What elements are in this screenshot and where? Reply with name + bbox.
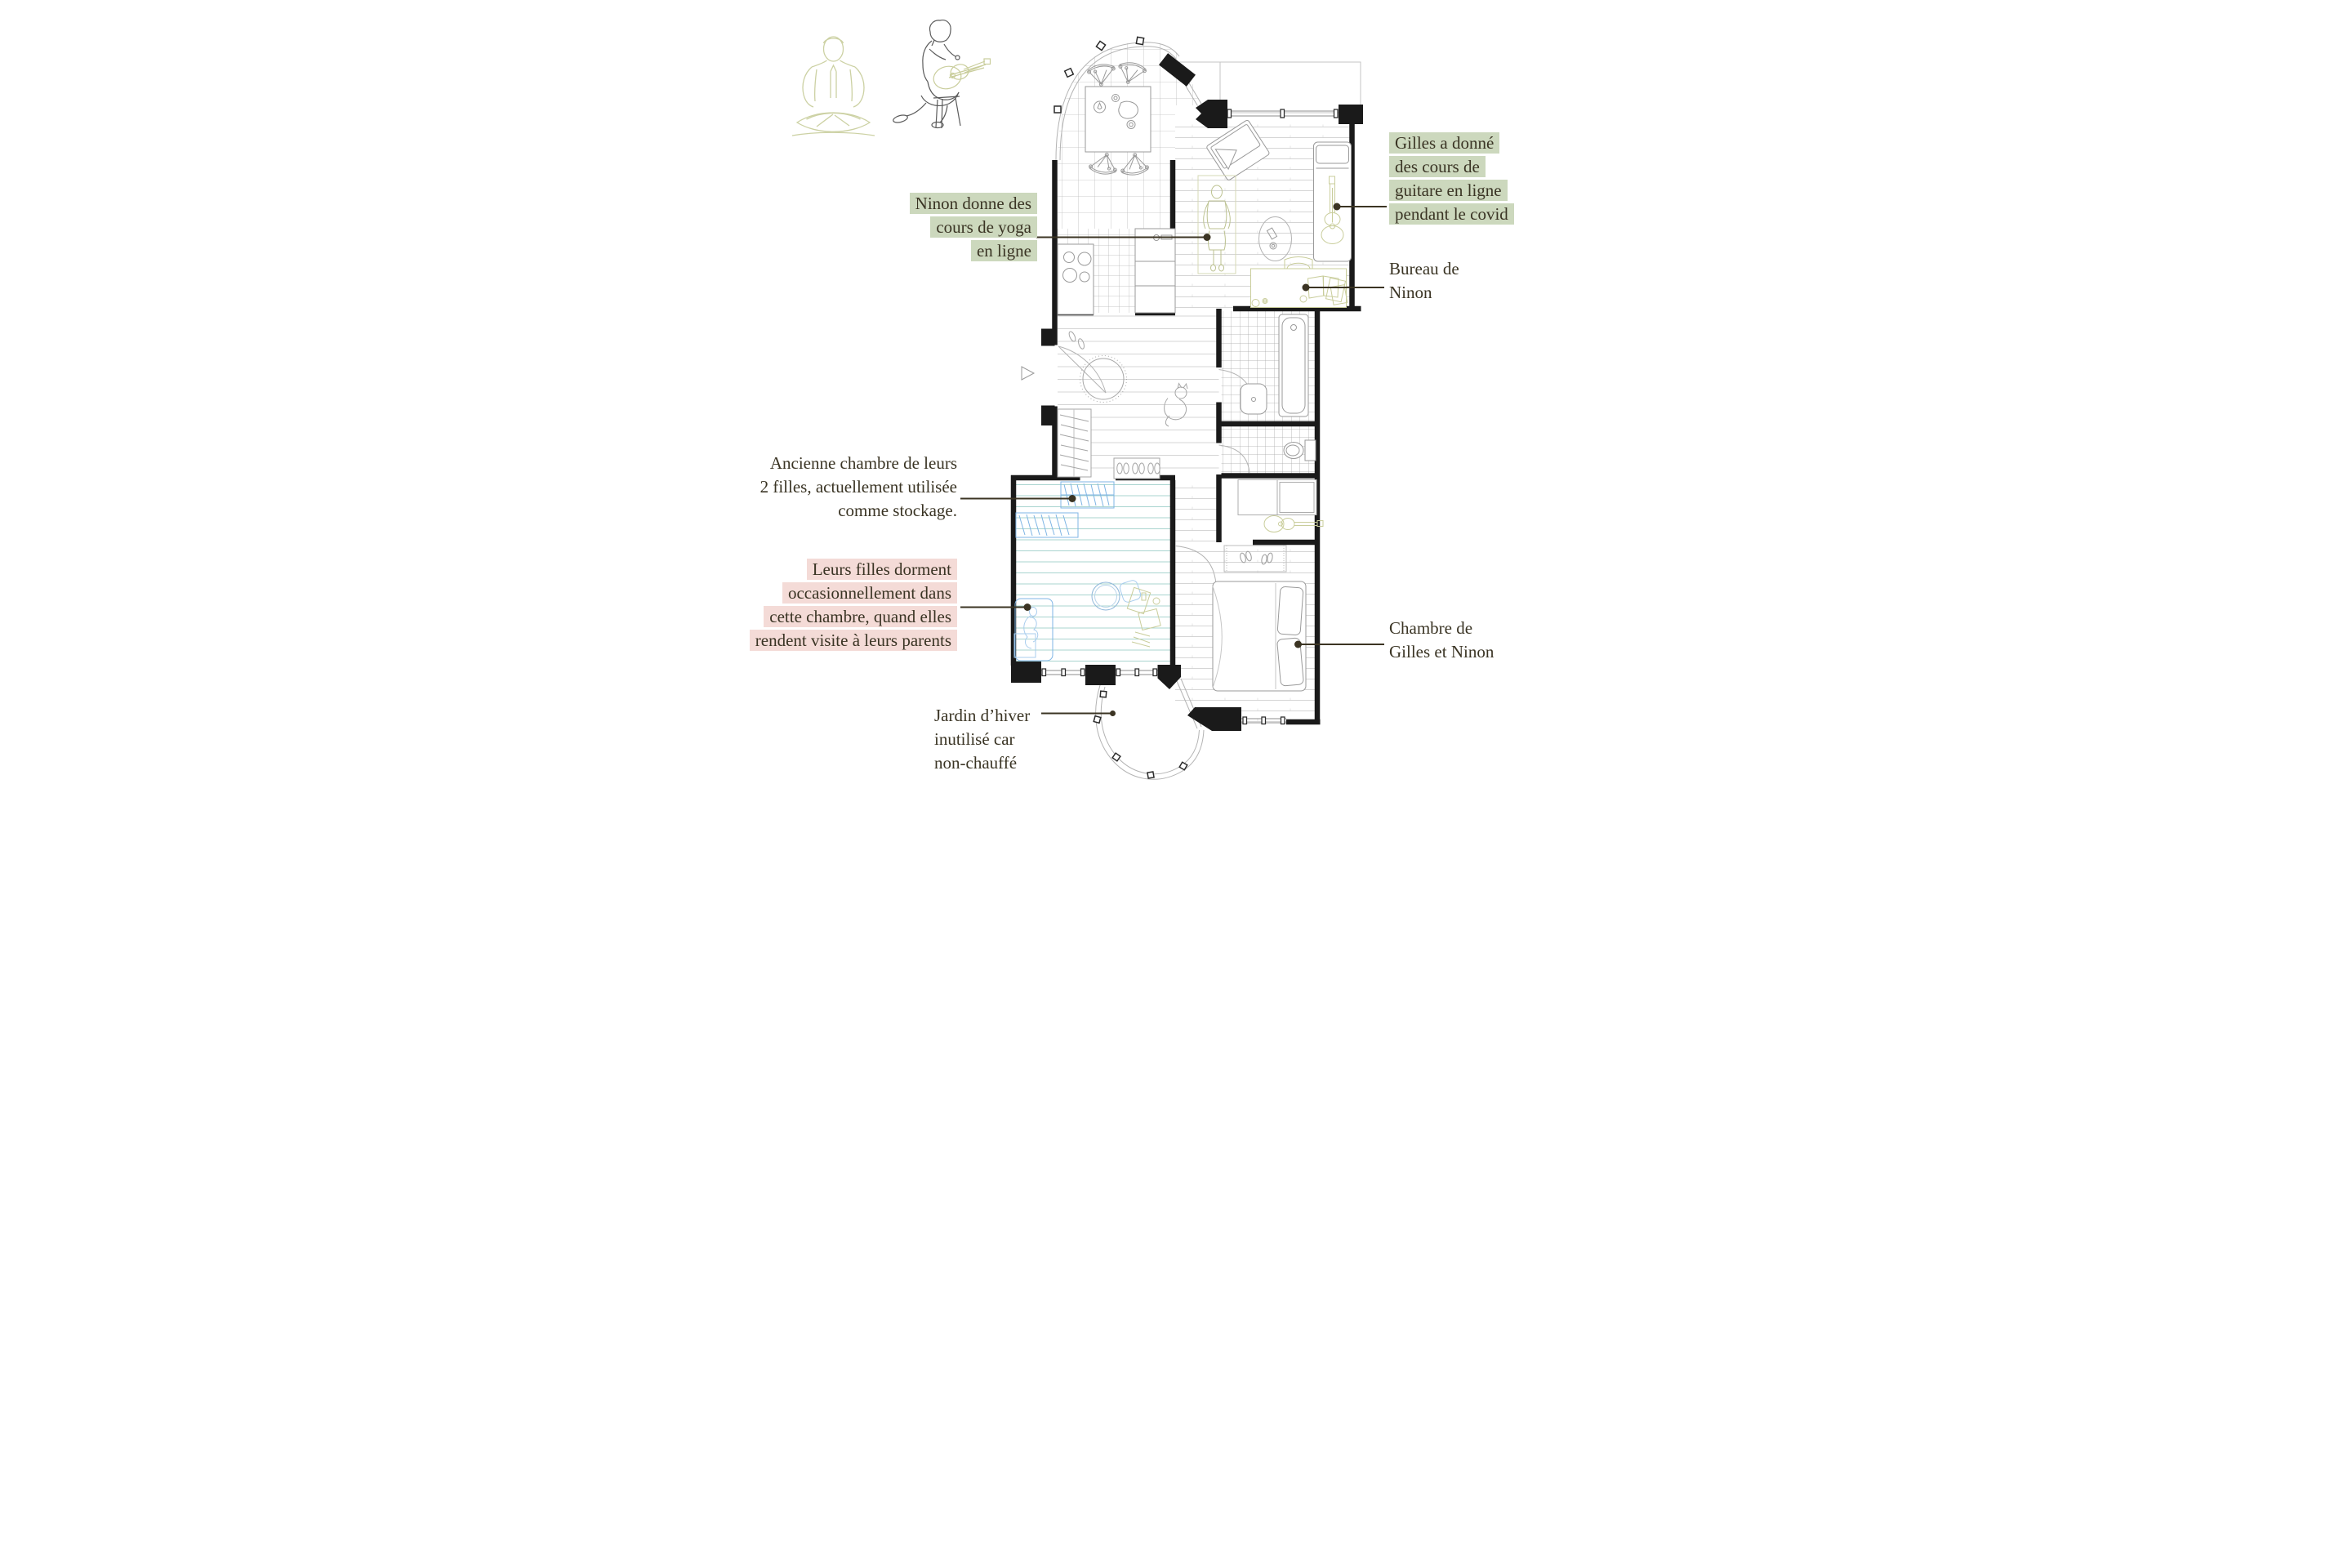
slipper (1245, 550, 1252, 562)
corridor-floor (1175, 478, 1219, 707)
annotation-jardin-hiver: Jardin d’hiver inutilisé car non-chauffé (934, 705, 1030, 773)
round-rug (1082, 358, 1125, 400)
guitar-player-figure (893, 20, 991, 129)
pillow (1316, 145, 1349, 164)
entry-door-arc (1058, 345, 1107, 394)
guitar-bedroom (1263, 515, 1324, 532)
shoe (1068, 331, 1076, 342)
annotated-floor-plan: Ninon donne des cours de yoga en ligne G… (588, 0, 1764, 784)
double-bed (1212, 581, 1307, 692)
wall-pier (1041, 405, 1055, 425)
annotation-line: 2 filles, actuellement utilisée (760, 477, 957, 497)
yoga-woman-figure (1203, 185, 1231, 272)
annotation-line: Gilles a donné (1389, 132, 1500, 154)
wall-pier (1041, 328, 1055, 346)
wall-angled (1157, 665, 1181, 689)
annotation-line: Gilles et Ninon (1389, 642, 1494, 662)
stove-burner (1062, 268, 1077, 283)
music-room (1197, 119, 1352, 308)
slipper (1267, 552, 1273, 564)
annotation-ninon-yoga: Ninon donne des cours de yoga en ligne (909, 193, 1037, 261)
annotation-ancienne-chambre: Ancienne chambre de leurs 2 filles, actu… (760, 452, 957, 521)
annotation-line: cours de yoga (930, 216, 1037, 238)
bedside-rug (1223, 545, 1287, 572)
ninon-desk (1250, 256, 1348, 308)
toilet-tank (1304, 439, 1316, 461)
parents-bedroom (1212, 515, 1324, 692)
annotation-line: Jardin d’hiver (934, 706, 1031, 725)
annotation-leurs-filles: Leurs filles dorment occasionnellement d… (749, 559, 957, 651)
blue-chair (1119, 580, 1142, 603)
annotation-line: occasionnellement dans (782, 582, 957, 604)
sofa (1206, 119, 1270, 180)
shoe-rack-shoes (1116, 462, 1160, 474)
yoga-mat (1197, 175, 1236, 274)
stove-burner (1079, 271, 1090, 283)
pillow (1276, 586, 1304, 636)
annotation-line: pendant le covid (1389, 203, 1514, 225)
yoga-figure (791, 36, 875, 136)
stove-burner (1077, 252, 1092, 266)
kitchen (1057, 228, 1176, 315)
annotation-line: Ancienne chambre de leurs (769, 453, 957, 473)
wall-corner (1011, 662, 1041, 683)
storage-clutter (1126, 586, 1161, 648)
hangers (1059, 414, 1089, 471)
annotation-line: Ninon donne des (909, 193, 1037, 214)
dining-area (1085, 60, 1152, 177)
cat-figure (1164, 382, 1188, 427)
wall-conservatory-corner (1187, 707, 1241, 731)
wall-angled-bay (1159, 53, 1196, 87)
wall-corner (1339, 105, 1363, 124)
annotation-chambre-parents: Chambre de Gilles et Ninon (1389, 617, 1494, 662)
stove-burner (1063, 252, 1075, 263)
slipper (1261, 554, 1267, 565)
annotation-line: rendent visite à leurs parents (749, 630, 957, 651)
oval-rug (1258, 216, 1292, 261)
sleeping-girl-figure (1023, 607, 1039, 649)
wc-door-arc (1218, 444, 1250, 474)
annotation-line: comme stockage. (838, 501, 957, 520)
floors (1014, 41, 1352, 722)
entry-door-leaf (1058, 345, 1107, 394)
blue-daybed (1014, 598, 1054, 662)
wall-pier (1085, 665, 1116, 685)
blue-shelf (1015, 512, 1079, 538)
annotation-line: non-chauffé (934, 753, 1018, 773)
bay-mullions (1054, 36, 1188, 779)
guitar-sketch (933, 58, 991, 90)
kitchen-counter (1134, 228, 1176, 314)
annotation-line: guitare en ligne (1389, 180, 1508, 201)
shoe (1078, 338, 1085, 350)
dining-table (1085, 86, 1152, 153)
blue-bedroom-floor (1014, 480, 1173, 666)
blue-bedroom (1013, 481, 1161, 662)
shoe-rack (1113, 457, 1160, 479)
annotation-line: en ligne (970, 240, 1037, 261)
annotation-gilles-guitare: Gilles a donné des cours de guitare en l… (1389, 132, 1514, 225)
annotation-line: cette chambre, quand elles (764, 606, 957, 627)
leader-lines (960, 203, 1387, 716)
annotation-line: Ninon (1389, 283, 1432, 302)
entry-marker-triangle (1021, 366, 1036, 381)
pillow (1276, 637, 1304, 687)
annotation-bureau-ninon: Bureau de Ninon (1389, 258, 1459, 303)
blue-side-table (1013, 633, 1036, 658)
annotation-line: des cours de (1389, 156, 1486, 177)
slipper (1240, 552, 1246, 564)
annotation-line: Leurs filles dorment (806, 559, 957, 580)
annotation-line: Chambre de (1389, 618, 1473, 638)
annotation-line: inutilisé car (934, 729, 1015, 749)
round-table (1091, 581, 1120, 611)
window-ticks (1041, 109, 1339, 725)
wall-blocks (1011, 53, 1363, 731)
hallway (1057, 331, 1188, 479)
bathroom (1237, 314, 1317, 515)
round-rug-fringe (1080, 355, 1127, 403)
floor-plan-canvas (791, 20, 1387, 780)
annotation-line: Bureau de (1389, 259, 1459, 278)
wall-y-junction (1196, 100, 1227, 128)
bedroom-door-arc (1174, 546, 1217, 585)
